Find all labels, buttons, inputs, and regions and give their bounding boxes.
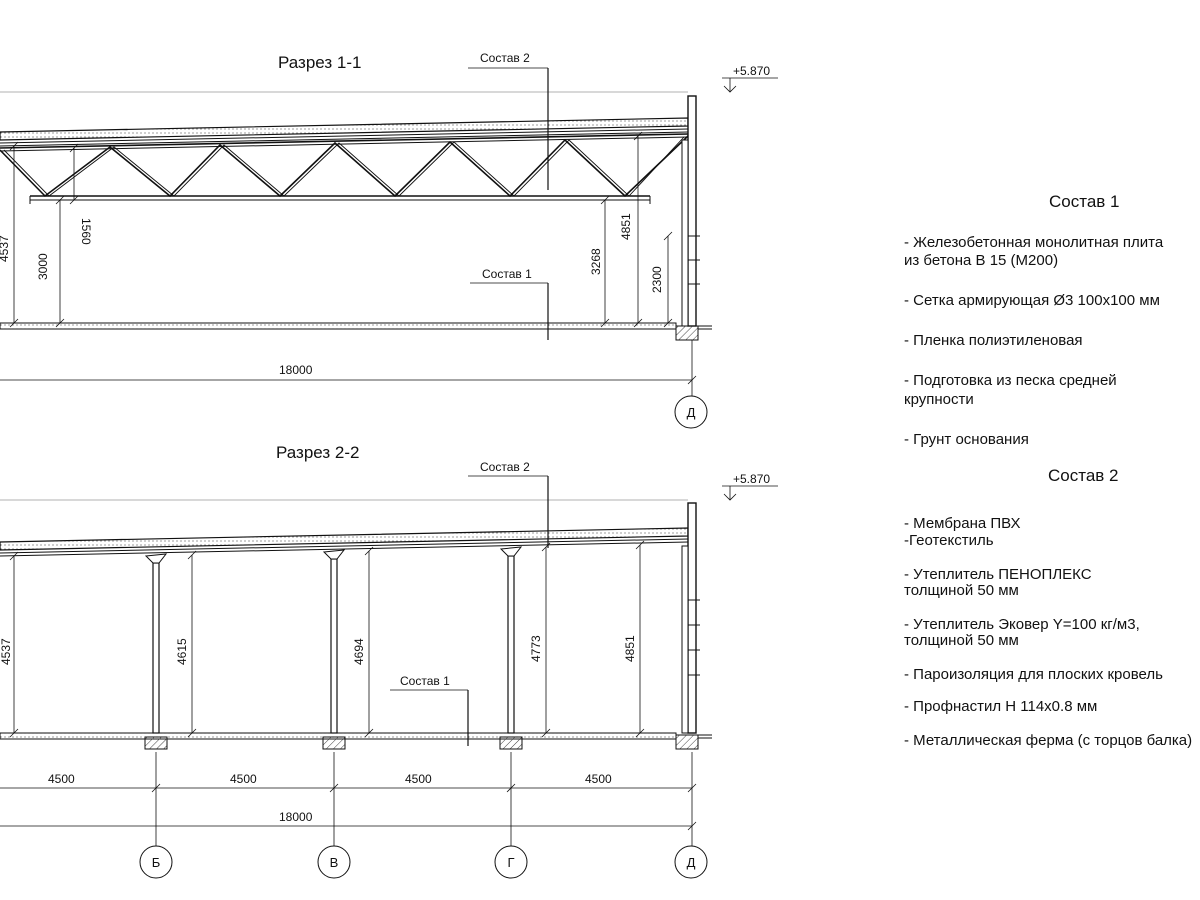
dim-4615: 4615 bbox=[175, 638, 189, 665]
sostav1-item: - Сетка армирующая Ø3 100х100 мм bbox=[904, 292, 1160, 309]
bay-dim-1: 4500 bbox=[48, 772, 75, 786]
sostav2-item: - Металлическая ферма (с торцов балка) bbox=[904, 732, 1193, 749]
bay-dim-2: 4500 bbox=[230, 772, 257, 786]
sostav2-item: толщиной 50 мм bbox=[904, 632, 1019, 649]
level-mark-s1: +5.870 bbox=[733, 64, 770, 78]
roof-slab-2 bbox=[0, 499, 689, 557]
span-18000-s1: 18000 bbox=[279, 363, 313, 377]
sostav1-item: - Железобетонная монолитная плита bbox=[904, 234, 1164, 251]
section-1-title: Разрез 1-1 bbox=[278, 53, 361, 72]
callout-sostav1-s1: Состав 1 bbox=[482, 267, 532, 281]
section-2-2: Разрез 2-2 bbox=[0, 443, 778, 879]
axis-markers-s2: Б В Г Д bbox=[139, 845, 708, 879]
span-18000-s2: 18000 bbox=[279, 810, 313, 824]
callout-sostav2-s1: Состав 2 bbox=[480, 51, 530, 65]
dim-4851-s2: 4851 bbox=[623, 635, 637, 662]
axis-marker-d-s1: Д bbox=[687, 405, 696, 420]
sostav2-item: - Мембрана ПВХ bbox=[904, 515, 1021, 532]
floor-slab-2 bbox=[0, 732, 712, 750]
sostav2-item: -Геотекстиль bbox=[904, 532, 994, 549]
bay-dim-4: 4500 bbox=[585, 772, 612, 786]
sostav1-item: - Грунт основания bbox=[904, 431, 1029, 448]
sostav1-item: - Подготовка из песка средней bbox=[904, 372, 1117, 389]
dim-4537-s2: 4537 bbox=[0, 638, 13, 665]
bay-dimension-line bbox=[0, 752, 697, 846]
callout-sostav1-s2: Состав 1 bbox=[400, 674, 450, 688]
floor-slab-1 bbox=[0, 322, 712, 341]
right-wall-1 bbox=[681, 95, 700, 327]
sostav1-title: Состав 1 bbox=[1049, 192, 1120, 211]
height-dimensions-s2 bbox=[9, 540, 645, 738]
bay-dim-3: 4500 bbox=[405, 772, 432, 786]
sostav2-item: - Утеплитель ПЕНОПЛЕКС bbox=[904, 566, 1092, 583]
sostav1-item: крупности bbox=[904, 391, 974, 408]
callout-sostav2-s2: Состав 2 bbox=[480, 460, 530, 474]
dimension-lines-s1 bbox=[9, 131, 673, 328]
dim-4694: 4694 bbox=[352, 638, 366, 665]
level-mark-s2: +5.870 bbox=[733, 472, 770, 486]
dim-3000: 3000 bbox=[36, 253, 50, 280]
sostav2-title: Состав 2 bbox=[1048, 466, 1119, 485]
axis-marker-d-s2: Д bbox=[687, 855, 696, 870]
sostav1-item: из бетона В 15 (М200) bbox=[904, 252, 1059, 269]
columns bbox=[144, 546, 523, 734]
dim-4851-s1: 4851 bbox=[619, 213, 633, 240]
truss bbox=[0, 133, 689, 204]
dim-1560: 1560 bbox=[79, 218, 93, 245]
axis-marker-b: Б bbox=[152, 855, 161, 870]
sostav2-item: - Профнастил Н 114х0.8 мм bbox=[904, 698, 1098, 715]
axis-marker-v: В bbox=[330, 855, 339, 870]
sostav2-item: - Утеплитель Эковер Y=100 кг/м3, bbox=[904, 616, 1140, 633]
section-1-1: Разрез 1-1 bbox=[0, 51, 778, 429]
dim-2300: 2300 bbox=[650, 266, 664, 293]
section-2-title: Разрез 2-2 bbox=[276, 443, 359, 462]
sostav2-item: толщиной 50 мм bbox=[904, 582, 1019, 599]
sostav1-item: - Пленка полиэтиленовая bbox=[904, 332, 1083, 349]
axis-marker-g: Г bbox=[507, 855, 514, 870]
roof-slab-1 bbox=[0, 91, 689, 147]
dim-4773: 4773 bbox=[529, 635, 543, 662]
right-wall-2 bbox=[681, 502, 700, 734]
dim-3268: 3268 bbox=[589, 248, 603, 275]
dim-4537-s1: 4537 bbox=[0, 235, 11, 262]
sostav2-item: - Пароизоляция для плоских кровель bbox=[904, 666, 1163, 683]
